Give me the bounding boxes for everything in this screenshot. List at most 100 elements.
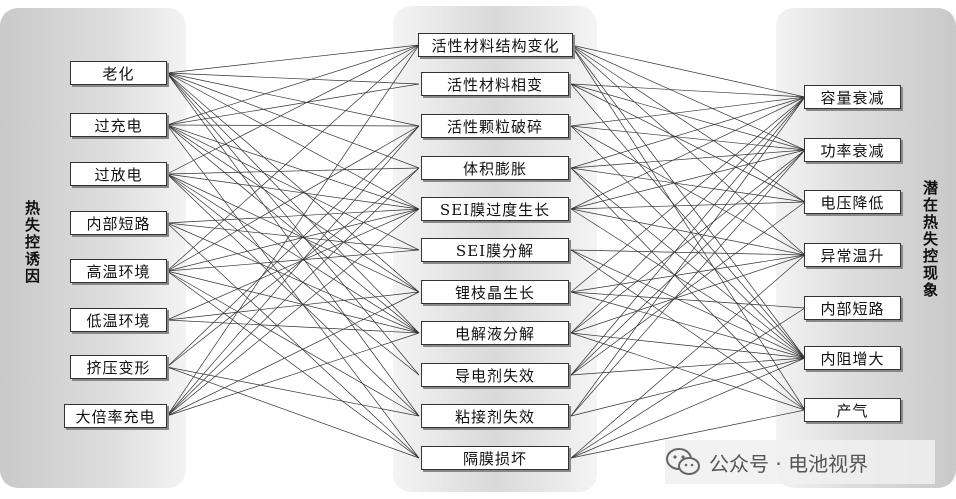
cause-mechanism-link: [166, 208, 420, 272]
watermark-text: 公众号 · 电池视界: [709, 451, 869, 476]
mechanism-box-separator-damage: 隔膜损坏: [421, 446, 569, 470]
cause-mechanism-link: [166, 366, 420, 417]
mechanism-phenomenon-link: [570, 201, 806, 376]
cause-mechanism-link: [166, 366, 420, 459]
cause-mechanism-link: [166, 208, 420, 417]
wechat-icon: [666, 448, 700, 475]
mechanism-phenomenon-link: [570, 254, 806, 334]
mechanism-phenomenon-link: [570, 96, 806, 417]
cause-mechanism-link: [166, 125, 420, 272]
cause-mechanism-link: [166, 72, 420, 293]
cause-box-high-temp: 高温环境: [70, 259, 167, 283]
phenomena-title: 潜在热失控现象: [921, 180, 939, 299]
cause-box-crush: 挤压变形: [70, 355, 167, 379]
mechanism-phenomenon-link: [570, 44, 806, 151]
mechanism-phenomenon-link: [570, 96, 806, 169]
mechanism-phenomenon-link: [570, 201, 806, 210]
phenomenon-box-gas-generation: 产气: [804, 398, 901, 422]
mechanism-phenomenon-link: [570, 167, 806, 203]
phenomenon-box-capacity-fade: 容量衰减: [804, 85, 901, 109]
cause-mechanism-link: [166, 173, 420, 210]
mechanism-phenomenon-link: [570, 332, 806, 359]
cause-mechanism-link: [166, 249, 420, 272]
cause-mechanism-link: [166, 125, 420, 368]
mechanism-phenomenon-link: [570, 409, 806, 459]
mechanism-phenomenon-link: [570, 96, 806, 376]
mechanism-phenomenon-link: [570, 96, 806, 293]
mechanism-phenomenon-link: [570, 44, 806, 359]
mechanism-phenomenon-link: [570, 149, 806, 169]
cause-mechanism-link: [166, 124, 420, 127]
mechanism-box-dendrite-growth: 锂枝晶生长: [421, 280, 569, 304]
cause-mechanism-link: [166, 83, 420, 126]
mechanism-phenomenon-link: [570, 208, 806, 256]
cause-mechanism-link: [166, 332, 420, 417]
cause-mechanism-link: [166, 222, 420, 334]
mechanism-phenomenon-link: [570, 149, 806, 334]
cause-mechanism-link: [166, 270, 420, 417]
cause-mechanism-link: [166, 44, 420, 126]
mechanism-phenomenon-link: [570, 44, 806, 98]
phenomenon-box-power-fade: 功率衰减: [804, 138, 901, 162]
mechanism-phenomenon-link: [570, 332, 806, 411]
mechanism-box-sei-decomposition: SEI膜分解: [421, 238, 569, 262]
mechanism-phenomenon-link: [570, 125, 806, 256]
cause-box-overdischarge: 过放电: [70, 162, 167, 186]
mechanism-phenomenon-link: [570, 44, 806, 411]
watermark: 公众号 · 电池视界: [665, 440, 935, 484]
mechanism-phenomenon-link: [570, 149, 806, 210]
mechanism-phenomenon-link: [570, 83, 806, 151]
mechanism-phenomenon-link: [570, 96, 806, 127]
mechanism-phenomenon-link: [570, 83, 806, 359]
mechanism-phenomenon-link: [570, 167, 806, 359]
cause-mechanism-link: [166, 72, 420, 334]
cause-mechanism-link: [166, 222, 420, 251]
mechanism-box-conductive-agent-failure: 导电剂失效: [421, 363, 569, 387]
cause-mechanism-link: [166, 291, 420, 321]
cause-mechanism-link: [166, 167, 420, 368]
cause-mechanism-link: [166, 124, 420, 459]
cause-mechanism-link: [166, 44, 420, 175]
mechanism-phenomenon-link: [570, 357, 806, 459]
mechanism-phenomenon-link: [570, 249, 806, 256]
cause-mechanism-link: [166, 44, 420, 74]
cause-mechanism-link: [166, 72, 420, 85]
cause-box-aging: 老化: [70, 61, 167, 85]
mechanism-box-electrolyte-decomposition: 电解液分解: [421, 321, 569, 345]
cause-mechanism-link: [166, 173, 420, 376]
cause-mechanism-link: [166, 72, 420, 417]
mechanism-phenomenon-link: [570, 249, 806, 359]
cause-mechanism-link: [166, 270, 420, 459]
cause-mechanism-link: [166, 124, 420, 210]
mechanism-box-binder-failure: 粘接剂失效: [421, 404, 569, 428]
phenomenon-box-internal-short: 内部短路: [804, 296, 901, 320]
cause-mechanism-link: [166, 124, 420, 334]
mechanism-box-phase-change: 活性材料相变: [421, 72, 569, 96]
cause-mechanism-link: [166, 173, 420, 293]
mechanism-box-particle-crack: 活性颗粒破碎: [421, 114, 569, 138]
cause-mechanism-link: [166, 208, 420, 224]
cause-mechanism-link: [166, 167, 420, 417]
mechanism-box-volume-expansion: 体积膨胀: [421, 156, 569, 180]
mechanism-phenomenon-link: [570, 44, 806, 203]
cause-mechanism-link: [166, 124, 420, 251]
mechanism-phenomenon-link: [570, 149, 806, 417]
mechanism-box-sei-growth: SEI膜过度生长: [421, 197, 569, 221]
mechanism-phenomenon-link: [570, 307, 806, 459]
mechanism-phenomenon-link: [570, 249, 806, 411]
cause-mechanism-link: [166, 291, 420, 417]
cause-mechanism-link: [166, 173, 420, 334]
mechanism-phenomenon-link: [570, 291, 806, 359]
mechanism-phenomenon-link: [570, 125, 806, 359]
cause-box-overcharge: 过充电: [70, 113, 167, 137]
mechanism-box-structure-change: 活性材料结构变化: [418, 33, 573, 57]
cause-mechanism-link: [166, 44, 420, 417]
mechanism-phenomenon-link: [570, 357, 806, 417]
cause-mechanism-link: [166, 72, 420, 210]
mechanism-phenomenon-link: [570, 96, 806, 210]
phenomenon-box-voltage-drop: 电压降低: [804, 190, 901, 214]
cause-mechanism-link: [166, 173, 420, 417]
cause-mechanism-link: [166, 124, 420, 293]
